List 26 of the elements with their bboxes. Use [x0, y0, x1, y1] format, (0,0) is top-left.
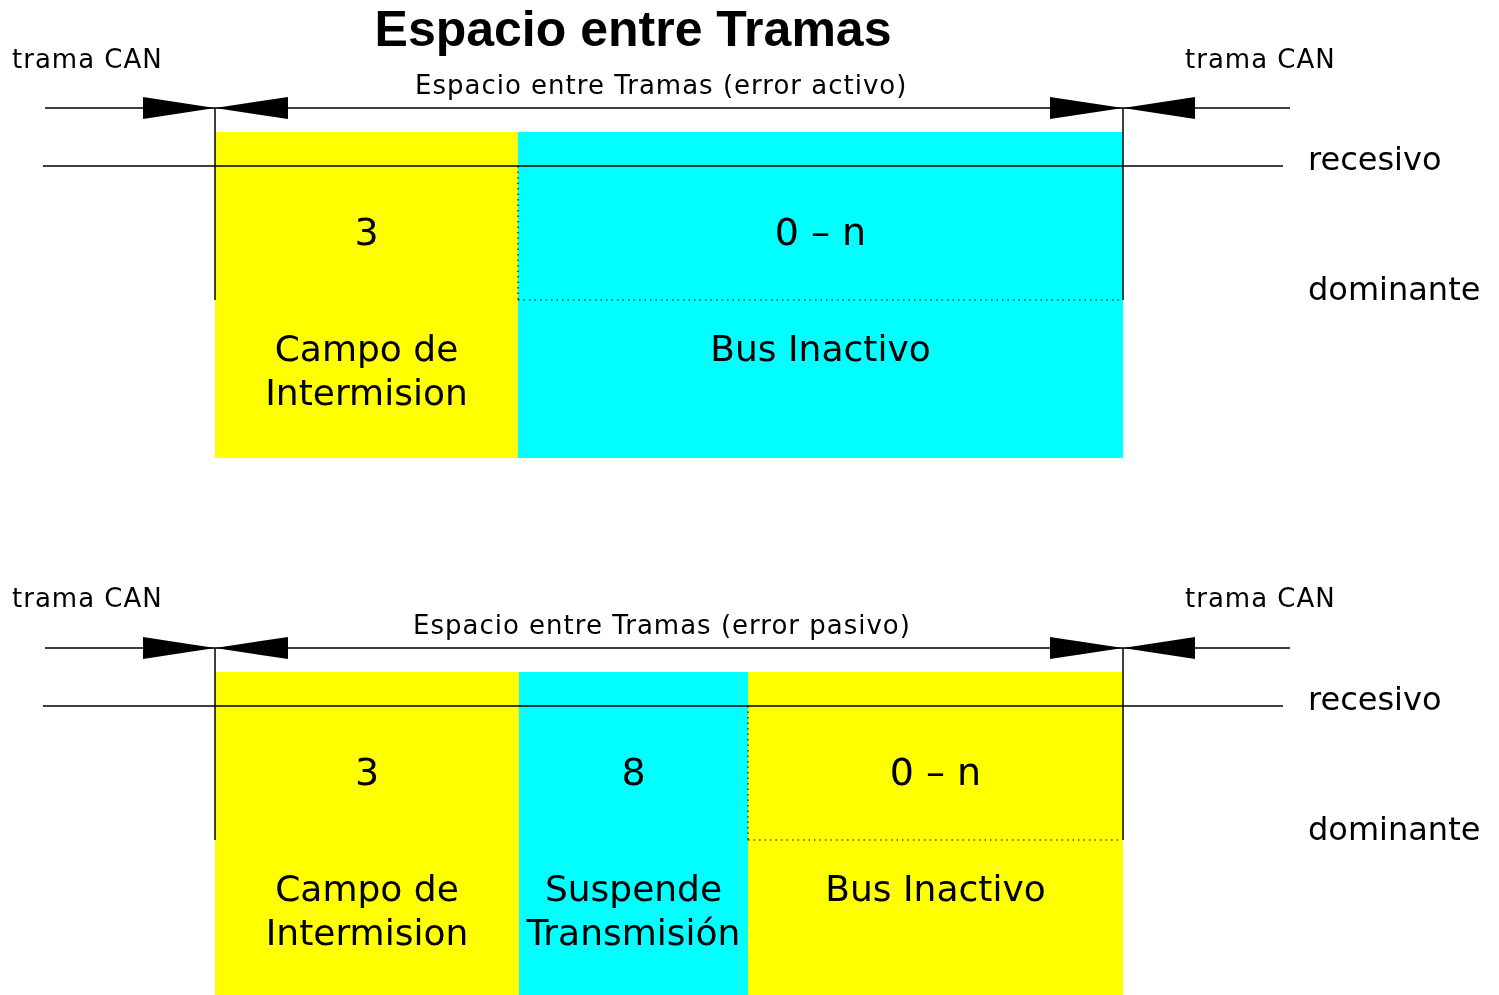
level-label: dominante [1308, 270, 1481, 308]
level-label: recesivo [1308, 140, 1442, 178]
field-segment [215, 672, 519, 995]
bit-count: 3 [353, 750, 381, 794]
frame-label: trama CAN [1185, 583, 1336, 613]
field-name: Campo de Intermision [264, 867, 470, 955]
frame-label: trama CAN [12, 583, 163, 613]
field-segment [518, 132, 1123, 458]
field-segment [519, 672, 748, 995]
field-name: Bus Inactivo [709, 327, 932, 371]
field-segment [748, 672, 1123, 995]
field-name: Bus Inactivo [824, 867, 1047, 911]
field-name: Campo de Intermision [264, 327, 469, 415]
title: Espacio entre Tramas [373, 0, 893, 58]
frame-label: trama CAN [12, 44, 163, 74]
bit-count: 0 – n [773, 210, 868, 254]
frame-label: trama CAN [1185, 44, 1336, 74]
dimension-label: Espacio entre Tramas (error pasivo) [413, 610, 911, 640]
level-label: dominante [1308, 810, 1481, 848]
bit-count: 0 – n [888, 750, 983, 794]
bit-count: 8 [620, 750, 647, 794]
dimension-label: Espacio entre Tramas (error activo) [415, 70, 908, 100]
field-name: Suspende Transmisión [525, 867, 742, 955]
field-segment [215, 132, 518, 458]
bit-count: 3 [353, 210, 380, 254]
level-label: recesivo [1308, 680, 1442, 718]
